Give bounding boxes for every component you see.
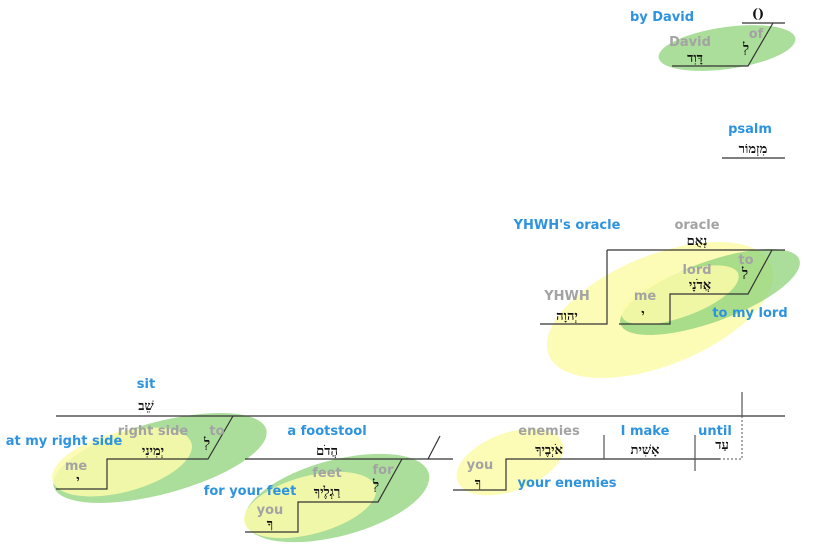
literal-me: me — [634, 289, 657, 304]
gloss-a-footstool: a footstool — [287, 424, 366, 439]
hebrew-i-make: אָשִׁית — [631, 443, 660, 458]
empty-subject: () — [752, 7, 764, 22]
gloss-your-enemies: your enemies — [517, 476, 616, 491]
hebrew-me: י — [76, 473, 79, 488]
phrase-highlight-your-enemies — [456, 428, 564, 496]
phrase-highlight-your-feet — [243, 471, 377, 539]
literal-lord: lord — [682, 263, 711, 278]
literal-enemies: enemies — [518, 424, 580, 439]
gloss-by-david: by David — [630, 10, 694, 25]
hebrew-you: ךָ — [267, 517, 273, 532]
hebrew-sit: שֵׁב — [138, 399, 154, 414]
literal-yhwh: YHWH — [543, 289, 590, 304]
phrase-highlight-by-david — [658, 25, 796, 71]
hebrew-oracle: נְאֻם — [687, 234, 708, 249]
literal-of: of — [749, 27, 764, 42]
literal-feet: feet — [312, 466, 342, 481]
literal-to: to — [209, 424, 224, 439]
literal-to: to — [738, 253, 753, 268]
phrase-highlight-my-lord — [621, 265, 739, 325]
literal-oracle: oracle — [674, 218, 719, 233]
hebrew-david: דָּוִד — [687, 51, 703, 66]
hebrew-footstool: הֲדֹם — [316, 444, 338, 459]
hebrew-for: לְ — [372, 478, 379, 493]
diagram-lines — [56, 22, 785, 533]
hebrew-right-side: יְמִינִי — [142, 444, 164, 459]
hebrew-lord: אֲדֹנָי — [689, 278, 711, 293]
hebrew-me: י — [641, 307, 644, 322]
phrase-highlight-my-right — [52, 427, 192, 497]
gloss-i-make: I make — [621, 424, 670, 439]
gloss-to-my-lord: to my lord — [712, 306, 787, 321]
gloss-sit: sit — [137, 377, 155, 392]
hebrew-yhwh: יְהוָה — [556, 309, 578, 324]
literal-you: you — [257, 503, 284, 518]
gloss-at-my-right-side: at my right side — [6, 434, 123, 449]
gloss-until: until — [698, 424, 732, 439]
literal-david: David — [669, 35, 711, 50]
gloss-yhwh-oracle: YHWH's oracle — [513, 218, 621, 233]
gloss-for-your-feet: for your feet — [204, 484, 297, 499]
literal-for: for — [373, 463, 395, 478]
literal-you: you — [467, 458, 494, 473]
literal-me: me — [65, 459, 88, 474]
hebrew-to: לַ — [741, 266, 748, 281]
hebrew-psalm: מִזְמוֹר — [739, 142, 768, 157]
literal-right-side: right side — [118, 424, 189, 439]
hebrew-until: עַד — [715, 438, 729, 453]
hebrew-you: ךָ — [475, 476, 481, 491]
hebrew-of: לְ — [742, 41, 749, 56]
hebrew-to: לְ — [203, 436, 210, 451]
gloss-psalm: psalm — [728, 122, 772, 137]
hebrew-enemies: אֹיְבֶיךָ — [535, 443, 563, 458]
hebrew-feet: רַגְלֶיךָ — [314, 485, 341, 500]
